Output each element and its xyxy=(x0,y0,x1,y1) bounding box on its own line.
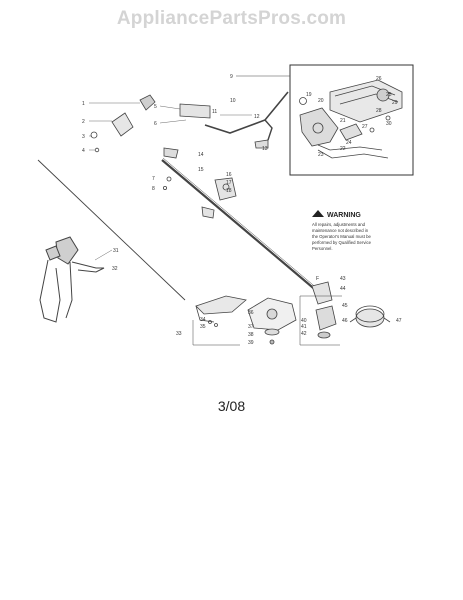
warning-title: WARNING xyxy=(327,212,361,219)
callout-label: 16 xyxy=(226,172,232,178)
warning-line: All repairs, adjustments and xyxy=(312,222,366,227)
callout-label: 18 xyxy=(226,188,232,194)
callout-label: 30 xyxy=(386,121,392,127)
callout-label: 32 xyxy=(112,266,118,272)
handle-assembly xyxy=(89,94,156,153)
callout-label: 25 xyxy=(386,92,392,98)
callout-label: 8 xyxy=(152,186,155,192)
callout-label: 28 xyxy=(376,108,382,114)
callout-label: 41 xyxy=(301,324,307,330)
callout-label: 14 xyxy=(198,152,204,158)
callout-label: 39 xyxy=(248,340,254,346)
callout-label: 7 xyxy=(152,176,155,182)
callout-label: 36 xyxy=(248,310,254,316)
trimmer-guard xyxy=(192,295,247,346)
drive-cable xyxy=(37,159,186,301)
shoulder-harness xyxy=(39,236,113,323)
callout-label: 37 xyxy=(248,324,254,330)
callout-label: 13 xyxy=(262,146,268,152)
callout-label: F xyxy=(316,276,319,282)
callout-label: 44 xyxy=(340,286,346,292)
warning-line: the Operator's Manual must be xyxy=(312,234,371,239)
warning-triangle-icon xyxy=(312,210,324,217)
callout-label: 21 xyxy=(340,118,346,124)
callout-label: 10 xyxy=(230,98,236,104)
callout-label: 1 xyxy=(82,101,85,107)
callout-label: 42 xyxy=(301,331,307,337)
callout-label: 12 xyxy=(254,114,260,120)
callout-label: 38 xyxy=(248,332,254,338)
callout-label: 35 xyxy=(200,324,206,330)
callout-label: 19 xyxy=(306,92,312,98)
gearbox-assembly xyxy=(299,281,342,346)
warning-line: performed by Qualified Service xyxy=(312,240,372,245)
callout-label: 17 xyxy=(226,180,232,186)
callout-label: 27 xyxy=(362,124,368,130)
callout-label: 33 xyxy=(176,331,182,337)
callout-label: 22 xyxy=(340,146,346,152)
callout-label: 4 xyxy=(82,148,85,154)
callout-label: 26 xyxy=(376,76,382,82)
trimmer-head xyxy=(349,305,391,328)
callout-label: 3 xyxy=(82,134,85,140)
callout-label: 47 xyxy=(396,318,402,324)
handlebar xyxy=(159,91,289,149)
callout-label: 45 xyxy=(342,303,348,309)
callout-labels: 9 1 2 3 4 5 6 10 11 12 13 14 15 16 17 18… xyxy=(82,74,402,346)
callout-label: 31 xyxy=(113,248,119,254)
callout-label: 11 xyxy=(212,109,217,115)
callout-label: 24 xyxy=(346,140,352,146)
revision-date: 3/08 xyxy=(217,398,246,414)
callout-label: 40 xyxy=(301,318,307,324)
callout-label: 5 xyxy=(154,104,157,110)
engine-assembly xyxy=(299,79,403,159)
callout-label: 34 xyxy=(200,317,206,323)
warning-line: Personnel. xyxy=(312,246,333,251)
callout-label: 6 xyxy=(154,121,157,127)
callout-label: 46 xyxy=(342,318,348,324)
callout-label: 29 xyxy=(392,100,398,106)
callout-label: 2 xyxy=(82,119,85,125)
callout-label: 23 xyxy=(318,152,324,158)
callout-label: 9 xyxy=(230,74,233,80)
drive-shaft xyxy=(161,159,319,293)
site-watermark: AppliancePartsPros.com xyxy=(116,8,347,29)
trimmer-blade xyxy=(247,297,297,345)
callout-label: 20 xyxy=(318,98,324,104)
engine-inset-box xyxy=(289,64,414,176)
warning-line: maintenance not described in xyxy=(312,228,369,233)
callout-label: 15 xyxy=(198,167,204,173)
callout-label: 43 xyxy=(340,276,346,282)
shaft-clamp xyxy=(162,147,237,219)
